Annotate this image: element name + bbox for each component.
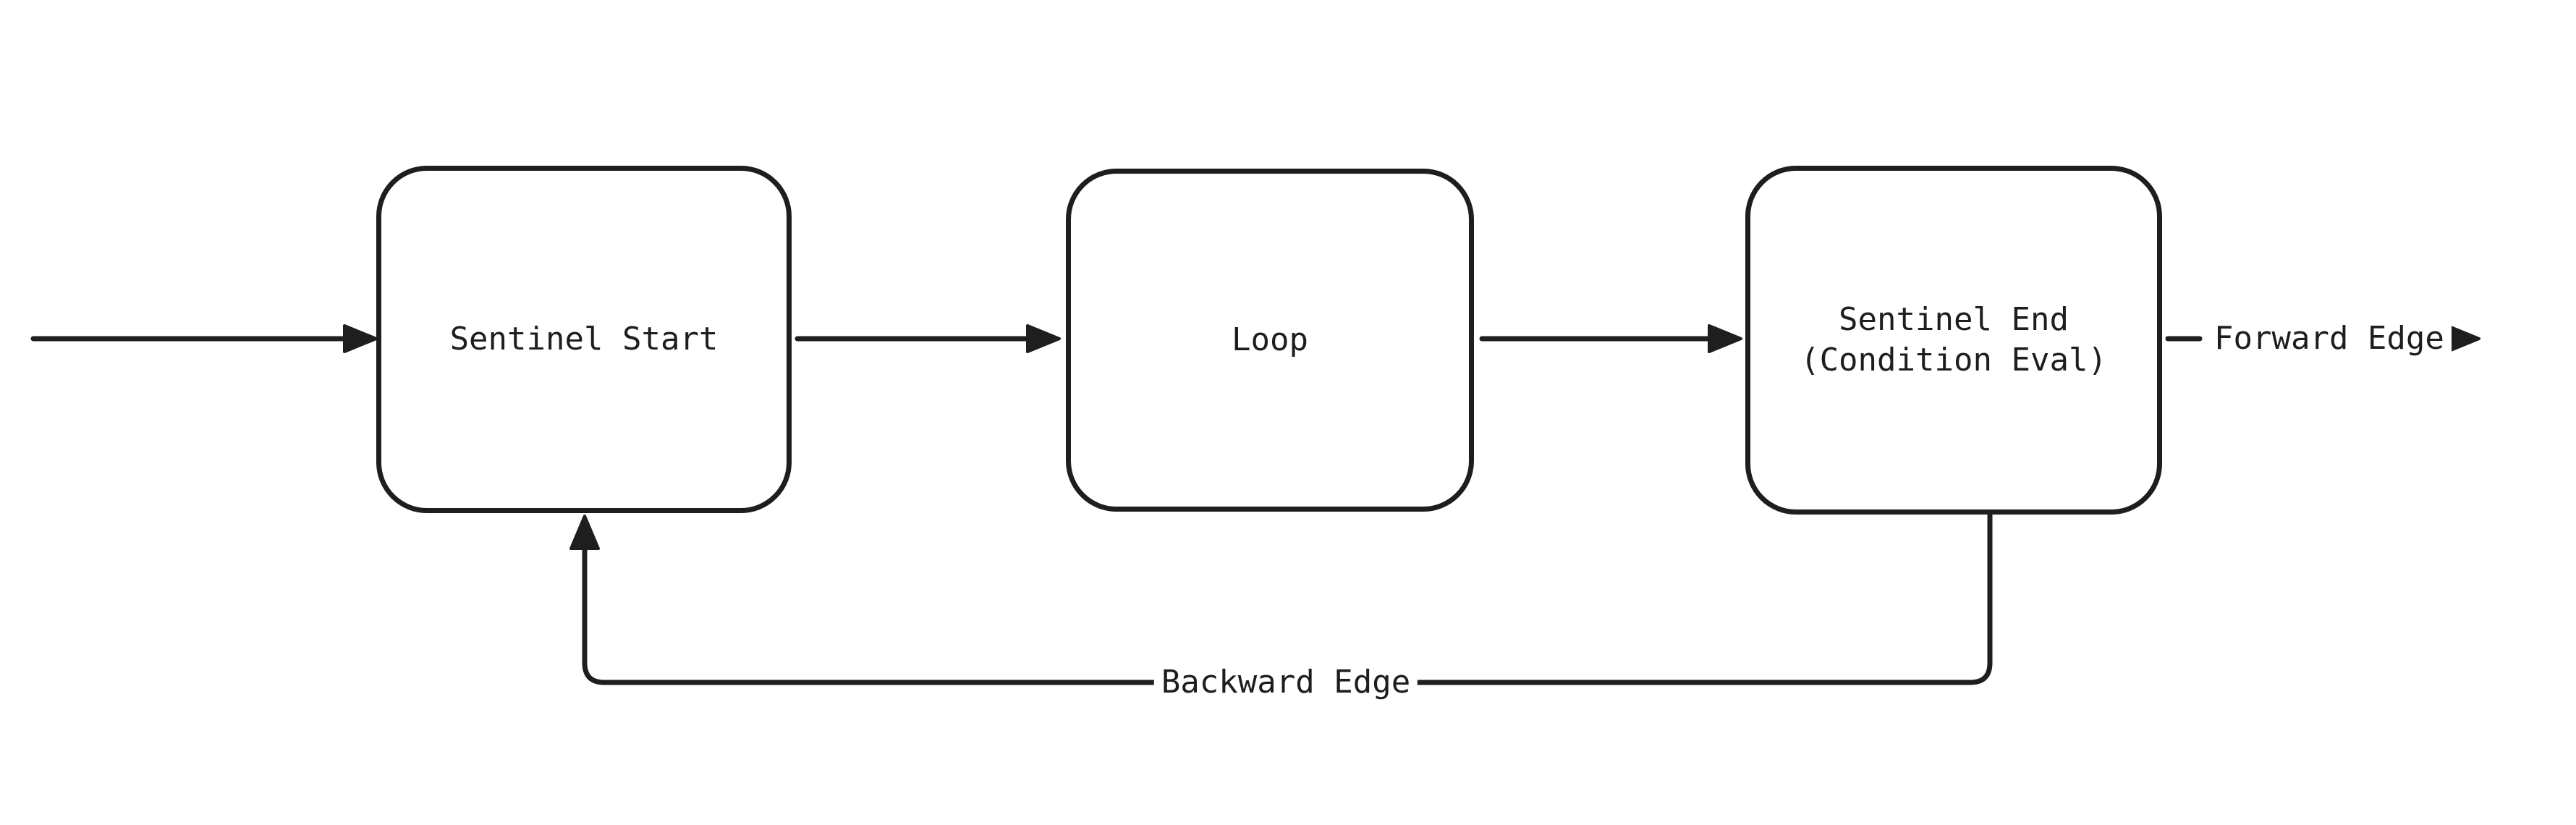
edge-loop-to-end (1479, 324, 1742, 353)
start-to-loop-arrowhead-icon (1026, 324, 1061, 353)
edge-start-to-loop (795, 324, 1061, 353)
backward-arrowhead-icon (569, 515, 600, 550)
edge-label-forward: Forward Edge (2207, 318, 2452, 359)
node-sentinel-end-label: Sentinel End (Condition Eval) (1800, 301, 2107, 378)
node-sentinel-start-label: Sentinel Start (449, 321, 719, 358)
node-loop: Loop (1066, 169, 1474, 512)
entry-arrow (30, 324, 378, 353)
forward-arrowhead-icon (2446, 324, 2480, 353)
edge-backward (569, 512, 1993, 685)
entry-arrowhead-icon (343, 324, 378, 353)
loop-to-end-arrowhead-icon (1708, 324, 1742, 353)
node-loop-label: Loop (1232, 321, 1308, 358)
edge-label-backward: Backward Edge (1153, 662, 1418, 703)
node-sentinel-start: Sentinel Start (376, 166, 792, 513)
backward-edge-line (582, 512, 1993, 685)
node-sentinel-end: Sentinel End (Condition Eval) (1745, 166, 2162, 515)
